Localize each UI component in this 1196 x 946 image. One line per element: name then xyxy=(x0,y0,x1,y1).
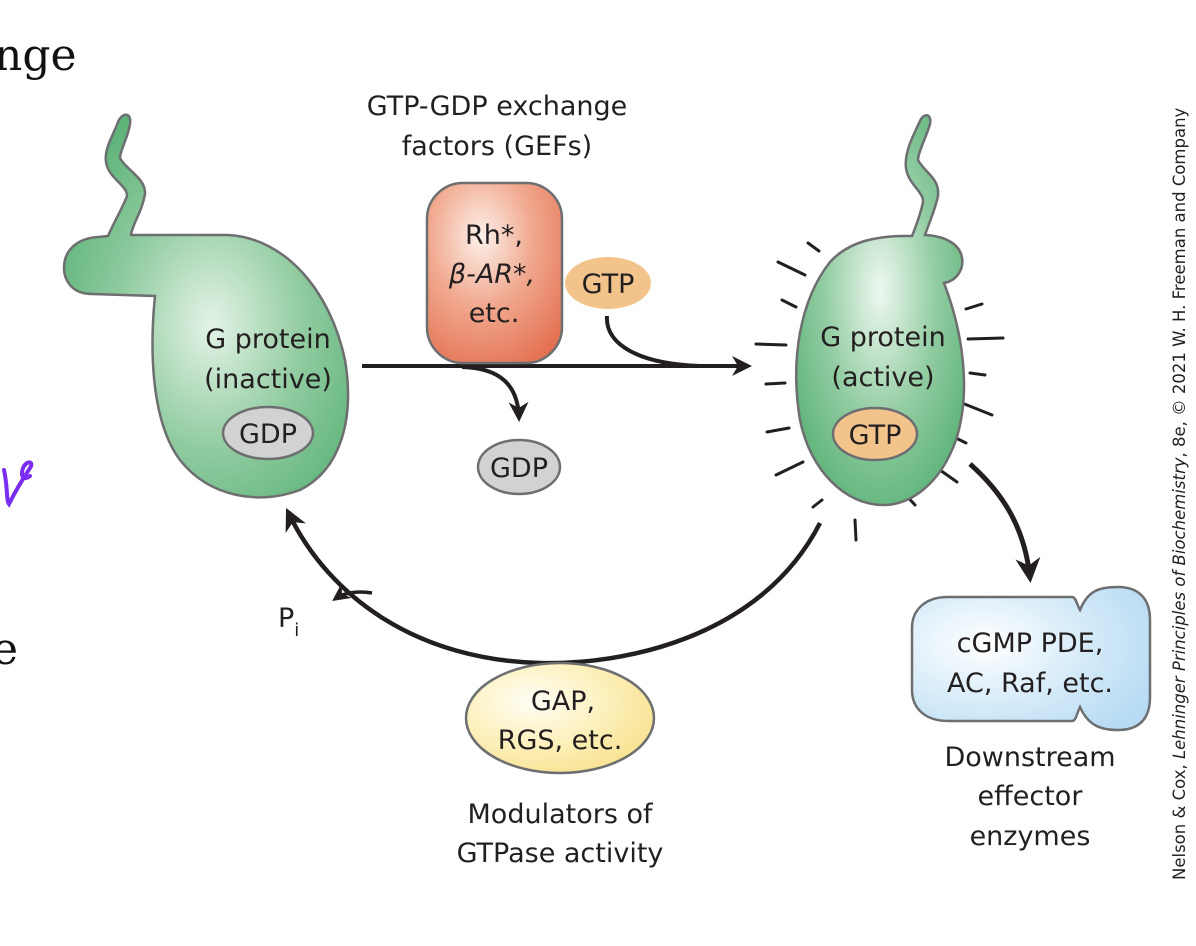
effector-enzymes: cGMP PDE, AC, Raf, etc. Downstream effec… xyxy=(910,585,1152,852)
inactive-label-line1: G protein xyxy=(205,324,330,355)
effector-line2: AC, Raf, etc. xyxy=(947,668,1113,699)
gap-line1: GAP, xyxy=(531,686,595,717)
gdp-released-badge xyxy=(476,438,562,496)
gtp-bound-label: GTP xyxy=(849,420,902,451)
page-fragment-top: nge xyxy=(0,30,77,81)
copyright-credit: Nelson & Cox, Lehninger Principles of Bi… xyxy=(1170,107,1189,880)
effector-box-shape xyxy=(910,585,1152,732)
effector-caption-line2: effector xyxy=(978,781,1084,812)
effector-line1: cGMP PDE, xyxy=(957,628,1104,659)
gef-box-line3: etc. xyxy=(469,298,520,329)
gap-caption-line1: Modulators of xyxy=(468,799,654,830)
phosphate-label: Pi xyxy=(278,603,299,641)
gap-line2: RGS, etc. xyxy=(498,725,623,756)
gtp-incoming-badge xyxy=(565,257,651,309)
g-protein-active-shape xyxy=(795,114,966,507)
page-fragment-bottom: e xyxy=(0,624,18,675)
gef-box: Rh*, β-AR*, etc. xyxy=(425,181,564,365)
g-protein-inactive-shape xyxy=(62,113,350,499)
gdp-released-label: GDP xyxy=(490,453,548,484)
gef-heading-line2: factors (GEFs) xyxy=(402,131,592,162)
g-protein-inactive: G protein (inactive) GDP xyxy=(62,113,350,499)
gap-modulator: GAP, RGS, etc. Modulators of GTPase acti… xyxy=(457,661,664,869)
gef-box-shape xyxy=(425,181,564,365)
active-label-line2: (active) xyxy=(831,362,934,393)
handwriting-mark xyxy=(2,460,34,508)
effector-caption-line3: enzymes xyxy=(970,821,1091,852)
gef-box-line1: Rh*, xyxy=(465,220,523,251)
gef-box-line2: β-AR*, xyxy=(448,259,535,290)
hydrolysis-return-arrow xyxy=(285,507,823,666)
active-label-line1: G protein xyxy=(820,322,945,353)
phosphate-release-arrow xyxy=(332,583,373,602)
inactive-label-line2: (inactive) xyxy=(204,364,332,395)
gdp-bound-label: GDP xyxy=(239,419,297,450)
gap-ellipse xyxy=(464,661,656,775)
gtp-binding-curve xyxy=(604,315,701,368)
gtp-bound-badge xyxy=(831,406,919,462)
effector-caption-line1: Downstream xyxy=(944,742,1115,773)
gdp-bound-badge xyxy=(221,405,315,461)
gdp-release-arrow xyxy=(461,365,529,422)
g-protein-active: G protein (active) GTP xyxy=(754,114,1005,542)
gtp-incoming-label: GTP xyxy=(582,269,635,300)
effector-activation-arrow xyxy=(968,462,1041,583)
gap-caption-line2: GTPase activity xyxy=(457,838,664,869)
gef-heading-line1: GTP-GDP exchange xyxy=(367,91,627,122)
